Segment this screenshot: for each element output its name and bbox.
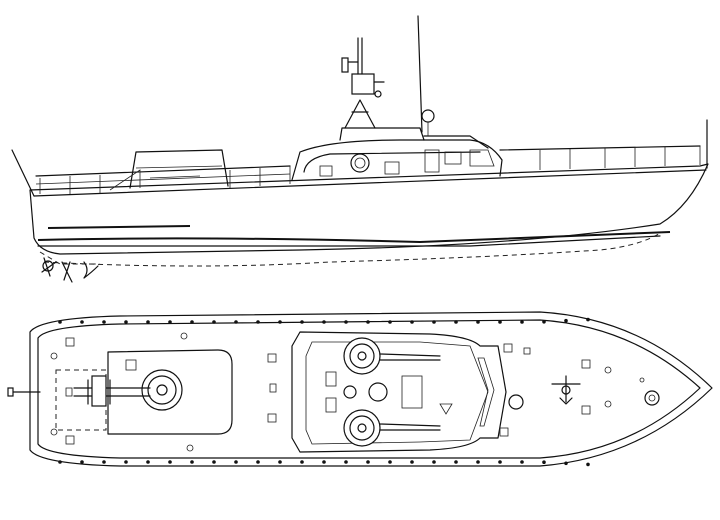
stanchion-dot xyxy=(564,318,568,323)
hull-outline xyxy=(29,163,709,255)
stanchion-dot xyxy=(410,320,414,324)
deck-railing xyxy=(35,145,701,194)
mast xyxy=(341,37,385,129)
stanchion-dot xyxy=(388,460,392,464)
stanchion-dot xyxy=(498,320,502,324)
stanchion-dot xyxy=(256,320,260,324)
keel-dashed xyxy=(39,251,100,265)
stern-flagstaff xyxy=(11,149,35,197)
stanchion-dot xyxy=(278,460,282,464)
stanchion-dot xyxy=(476,320,480,324)
radio-antenna xyxy=(417,15,423,133)
stanchion-dot xyxy=(234,320,238,324)
stanchion-dot xyxy=(124,320,128,324)
stanchion-dot xyxy=(344,460,348,464)
stanchion-dot xyxy=(146,460,150,464)
stanchion-dot xyxy=(234,460,238,464)
deck-outline xyxy=(29,311,713,467)
superstructure xyxy=(291,139,503,181)
stanchion-dot xyxy=(586,462,590,467)
stanchion-dot xyxy=(256,460,260,464)
stanchion-dot xyxy=(278,320,282,324)
stanchion-dot xyxy=(80,320,84,324)
stanchion-dot xyxy=(80,460,84,464)
stanchion-dot xyxy=(410,460,414,464)
stanchion-dot xyxy=(124,460,128,464)
stanchion-dot xyxy=(212,320,216,324)
stanchion-dot xyxy=(58,320,62,324)
stanchion-dot xyxy=(498,460,502,464)
aft-fittings xyxy=(50,332,194,452)
stanchion-dot xyxy=(344,320,348,324)
stanchion-dot xyxy=(300,320,304,324)
stanchion-dot xyxy=(432,320,436,324)
sheer-line xyxy=(33,169,707,197)
boot-top-line xyxy=(37,231,671,244)
stanchion-dot xyxy=(542,320,546,324)
side-elevation-view xyxy=(11,15,709,283)
rub-rail xyxy=(47,225,191,229)
stanchion-dot xyxy=(542,460,546,465)
stanchion-dot xyxy=(146,320,150,324)
stanchion-dot xyxy=(366,320,370,324)
underwater-hull-dashed xyxy=(43,231,663,267)
bridge-house xyxy=(339,109,489,149)
stanchion-dot xyxy=(322,320,326,324)
anchor-capstan xyxy=(551,375,581,405)
stanchion-dot xyxy=(586,317,590,322)
aft-gun-mount xyxy=(55,349,233,435)
stanchion-dot xyxy=(476,460,480,464)
aft-canopy-frame xyxy=(109,149,229,191)
foredeck-fittings xyxy=(267,343,660,437)
stanchion-dot xyxy=(388,320,392,324)
stanchion-dot xyxy=(454,320,458,324)
waterline xyxy=(37,235,661,247)
stanchion-dot xyxy=(58,460,62,464)
plan-view xyxy=(7,311,713,467)
bulwark-inner xyxy=(37,319,701,459)
porthole xyxy=(350,153,370,173)
stanchion-dot xyxy=(564,461,568,466)
stanchion-dot xyxy=(168,320,172,324)
stanchion-dot xyxy=(190,320,194,324)
stanchion-dot xyxy=(520,320,524,324)
stanchion-dot xyxy=(102,320,106,324)
stanchion-dot xyxy=(520,460,524,464)
stanchion-dot xyxy=(454,460,458,464)
stanchion-dot xyxy=(366,460,370,464)
stanchion-dot xyxy=(168,460,172,464)
stanchion-dot xyxy=(322,460,326,464)
stanchion-dot xyxy=(102,460,106,464)
stanchion-dot xyxy=(212,460,216,464)
bridge-deck xyxy=(291,331,507,453)
deck-stanchions xyxy=(58,317,590,467)
stanchion-dot xyxy=(190,460,194,464)
stanchion-dot xyxy=(300,460,304,464)
propeller-rudder xyxy=(41,257,99,283)
stanchion-dot xyxy=(432,460,436,464)
